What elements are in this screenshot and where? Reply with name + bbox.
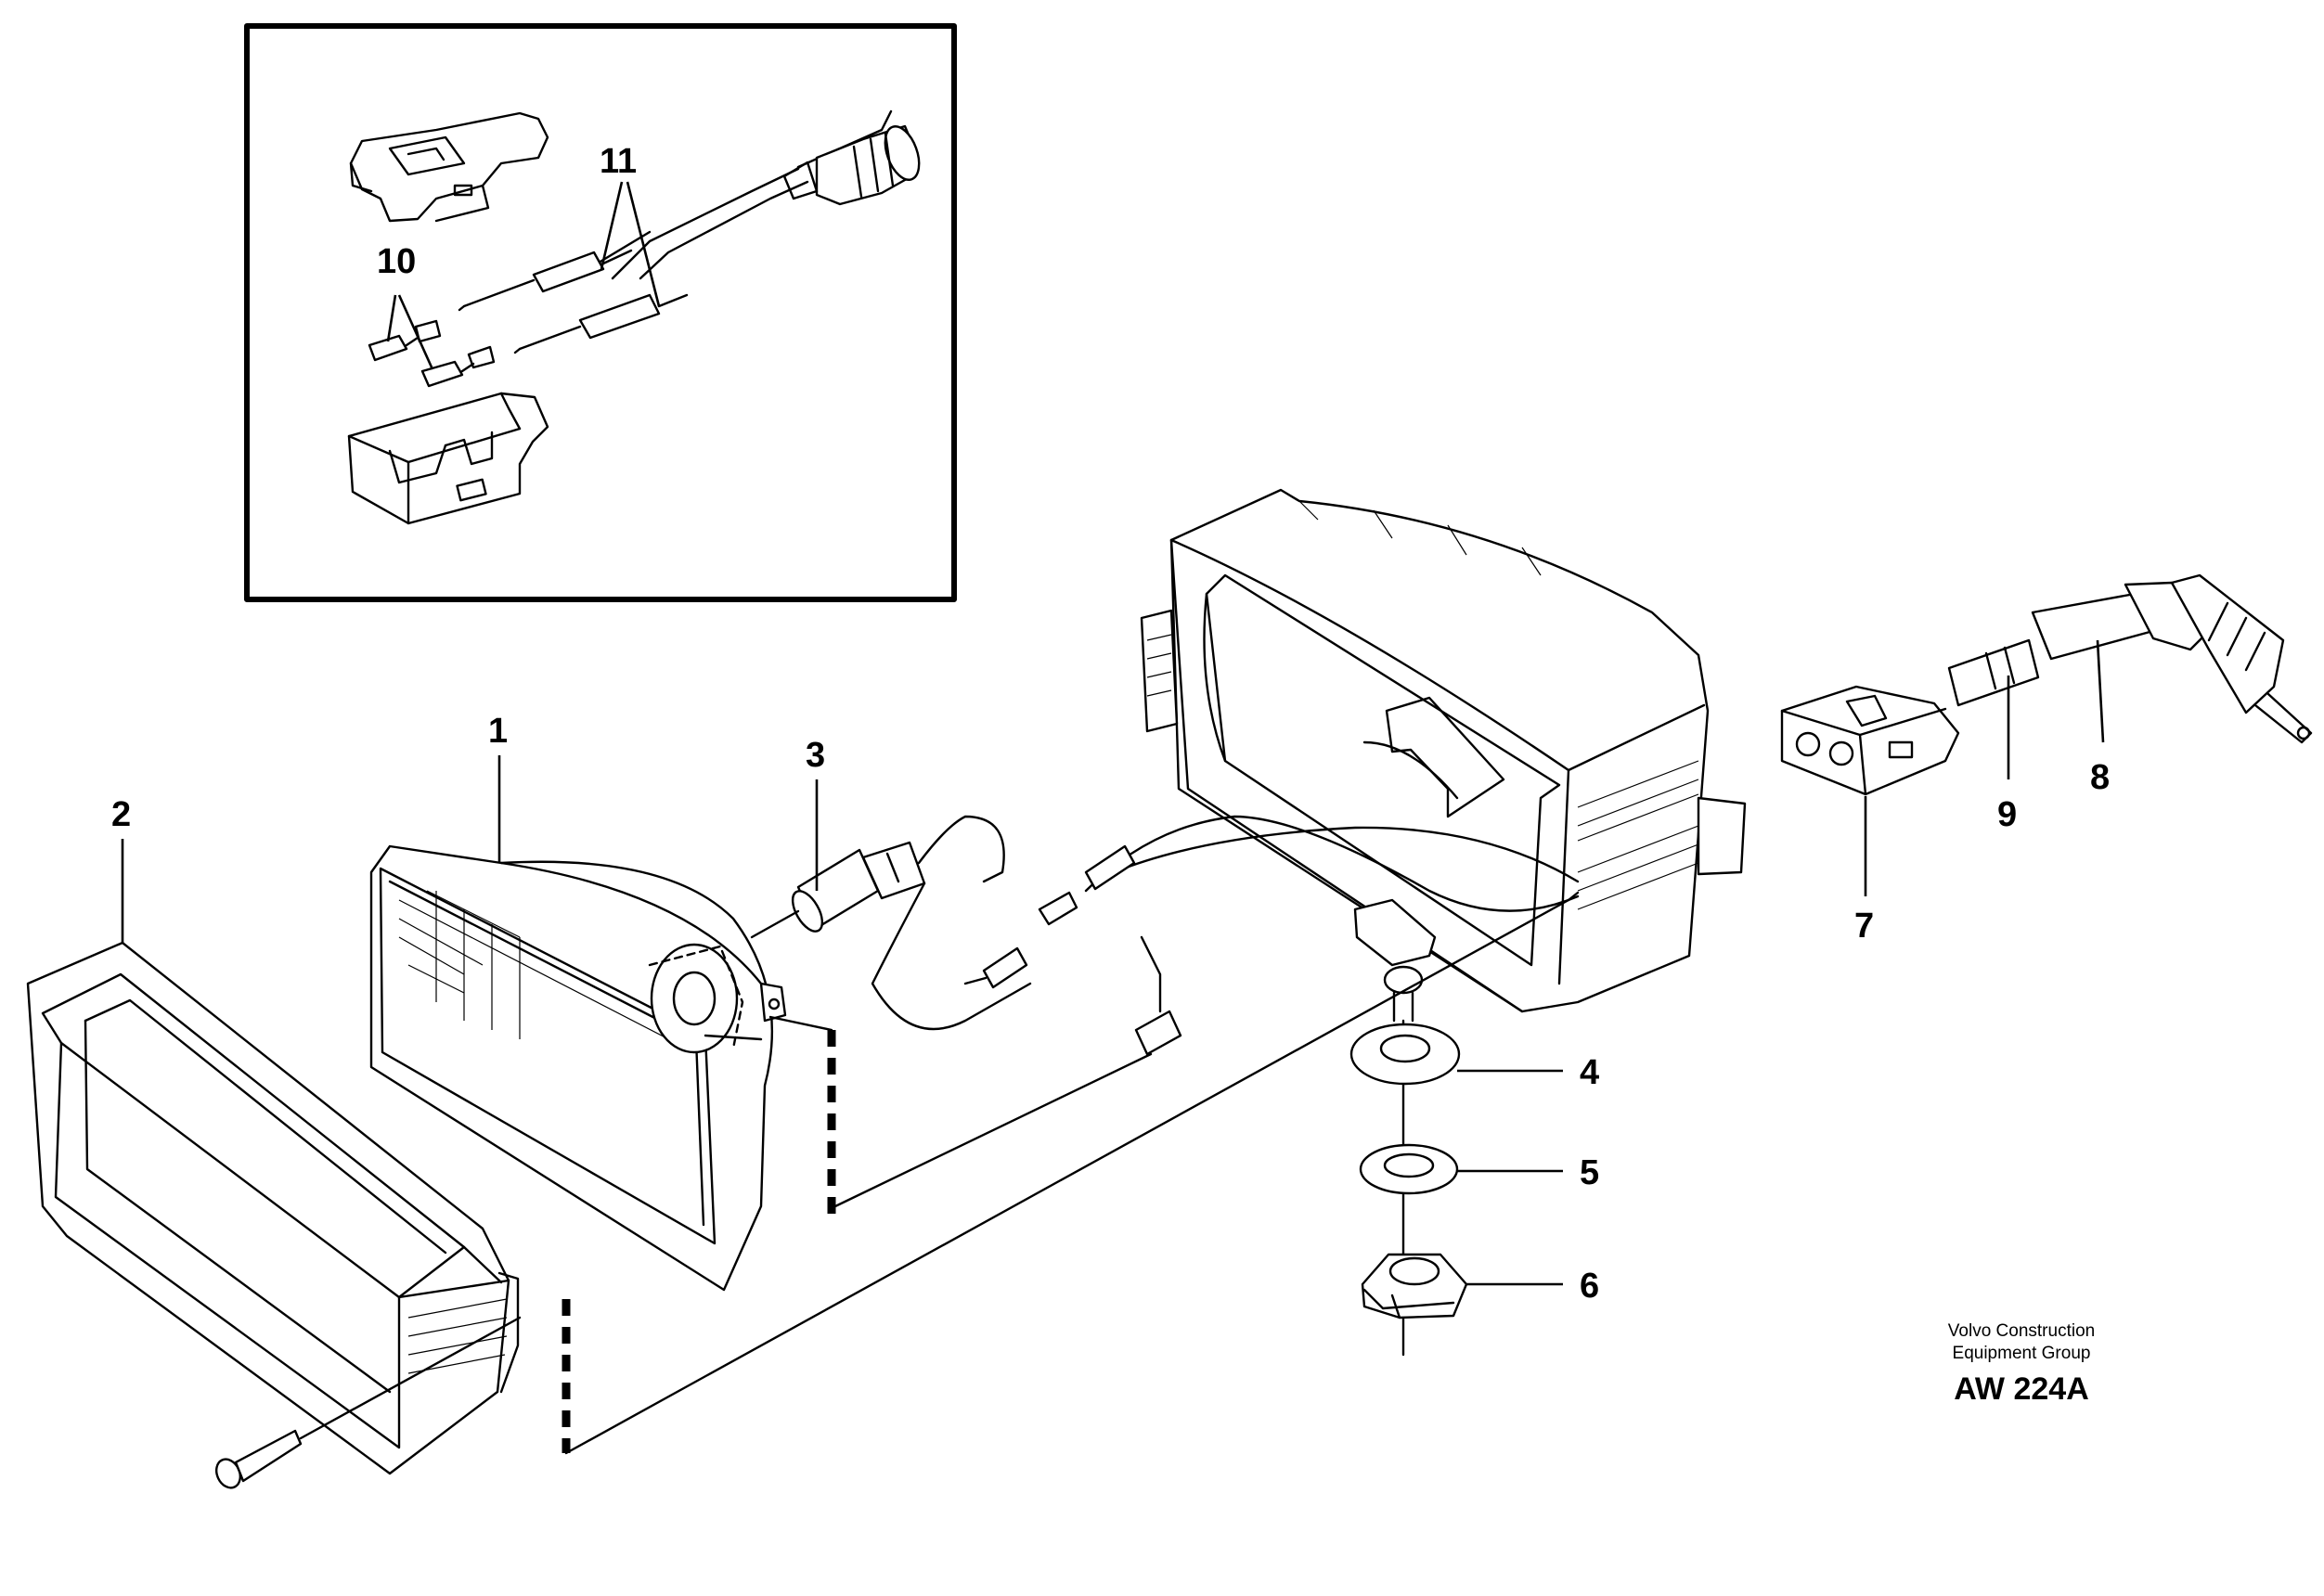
part-3-bulb xyxy=(750,815,1032,1031)
cable-terminals xyxy=(458,249,689,354)
leader-11a xyxy=(600,181,624,270)
main-lamp-housing xyxy=(833,488,1747,1357)
callout-3: 3 xyxy=(806,736,825,775)
connector-plug xyxy=(1780,685,1960,796)
callout-5: 5 xyxy=(1580,1153,1599,1192)
connector-cable-boot xyxy=(1947,573,2313,744)
callout-10: 10 xyxy=(377,242,416,281)
callout-9: 9 xyxy=(1997,795,2017,834)
part-4-washer xyxy=(1349,1023,1461,1086)
callout-2: 2 xyxy=(111,795,131,834)
callout-4: 4 xyxy=(1580,1053,1599,1092)
leader-8 xyxy=(2096,639,2105,743)
assembly-guides xyxy=(562,891,1580,1455)
leader-11b xyxy=(626,181,661,307)
diagram-code: AW 224A xyxy=(1954,1371,2089,1407)
part-1-lamp-insert xyxy=(369,844,787,1292)
callout-1: 1 xyxy=(488,712,508,751)
part-6-nut xyxy=(1361,1253,1468,1319)
callout-8: 8 xyxy=(2090,758,2110,797)
part-2-housing-frame xyxy=(26,941,520,1475)
caption-line-1: Volvo Construction xyxy=(1948,1321,2095,1341)
inset-frame xyxy=(244,23,957,602)
callout-7: 7 xyxy=(1854,907,1874,946)
leader-10a xyxy=(386,294,397,342)
caption-line-2: Equipment Group xyxy=(1953,1344,2091,1363)
screw xyxy=(214,1316,522,1489)
inset-detail xyxy=(244,23,957,602)
connector-housing-bottom xyxy=(347,392,549,525)
leader-10b xyxy=(397,294,434,370)
callout-11: 11 xyxy=(600,142,637,181)
connector-housing-top xyxy=(349,111,549,223)
part-5-washer xyxy=(1359,1143,1459,1195)
contact-pins xyxy=(368,319,496,388)
callout-6: 6 xyxy=(1580,1267,1599,1306)
cable-grommet xyxy=(555,109,921,280)
